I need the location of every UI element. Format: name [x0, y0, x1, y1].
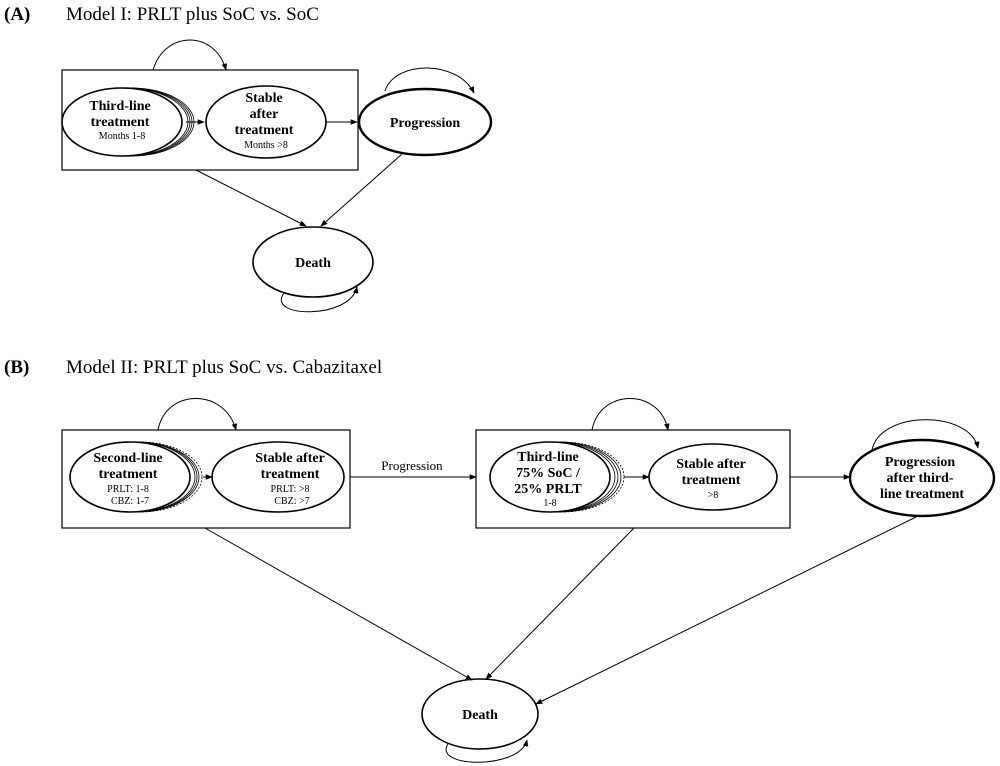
- node-stable-after-treatment: Stable after treatment Months >8: [205, 85, 327, 159]
- progression-title: Progression: [390, 116, 460, 131]
- third-line-b-title-3: 25% PRLT: [514, 482, 582, 497]
- progression-after-title-3: line treatment: [880, 487, 964, 502]
- svg-text:Third-line 75% SoC /: Third-line 75% SoC / 25% PRLT 1-8: [514, 448, 586, 509]
- panel-b-letter: (B): [4, 357, 29, 378]
- stable-sub: Months >8: [244, 140, 288, 151]
- node-third-line-treatment: Third-line treatment Months 1-8: [61, 87, 195, 157]
- panel-b-title: Model II: PRLT plus SoC vs. Cabazitaxel: [66, 357, 382, 378]
- stable-title-1: Stable: [245, 91, 282, 106]
- death-a-title: Death: [295, 256, 331, 271]
- svg-text:Stable after treatment: Stable after treatment >8: [676, 455, 750, 501]
- stable-2-sub: >8: [708, 490, 719, 501]
- stable-1-title-2: treatment: [261, 467, 320, 482]
- edge-b-progression-label: Progression: [381, 458, 443, 473]
- node-death-b: Death: [421, 678, 539, 750]
- svg-text:Stable after treatment: Stable after treatment PRLT: >8 CBZ: >7: [255, 449, 329, 507]
- panel-a-progression-self-loop: [384, 67, 475, 94]
- svg-text:Second-line treatment: Second-line treatment PRLT: 1-8 CBZ: 1-7: [93, 449, 166, 507]
- progression-after-title-2: after third-: [887, 471, 954, 486]
- third-line-sub: Months 1-8: [99, 131, 145, 142]
- panel-b-death-self-loop: [445, 739, 529, 763]
- second-line-title-1: Second-line: [93, 451, 162, 466]
- stable-title-2: after: [250, 107, 279, 122]
- node-stable-after-treatment-1: Stable after treatment PRLT: >8 CBZ: >7: [211, 441, 345, 513]
- node-progression-after-third-line: Progression after third- line treatment: [848, 438, 996, 518]
- stable-title-3: treatment: [235, 123, 294, 138]
- third-line-title-2: treatment: [91, 115, 150, 130]
- node-stable-after-treatment-2: Stable after treatment >8: [648, 443, 778, 511]
- edge-b-box2-to-death: [485, 527, 635, 680]
- stable-1-sub-1: PRLT: >8: [271, 484, 310, 495]
- second-line-sub-1: PRLT: 1-8: [107, 484, 149, 495]
- edge-a-progression-to-death: [320, 153, 403, 227]
- svg-text:Progression after thir: Progression after third- line treatment: [880, 453, 964, 502]
- progression-after-title-1: Progression: [885, 455, 955, 470]
- panel-a-letter: (A): [4, 4, 30, 25]
- stable-1-title-1: Stable after: [255, 451, 325, 466]
- third-line-b-title-1: Third-line: [517, 450, 578, 465]
- third-line-b-title-2: 75% SoC /: [516, 466, 581, 481]
- panel-a-title: Model I: PRLT plus SoC vs. SoC: [66, 4, 319, 25]
- panel-a: (A) Model I: PRLT plus SoC vs. SoC Third…: [4, 4, 493, 313]
- edge-a-box-to-death: [195, 169, 307, 227]
- third-line-b-sub: 1-8: [543, 498, 556, 509]
- node-third-line-mixed: Third-line 75% SoC / 25% PRLT 1-8: [489, 441, 625, 513]
- stable-2-title-2: treatment: [682, 473, 741, 488]
- svg-text:Third-line treatment: Third-line treatment Months 1-8: [89, 97, 154, 142]
- stable-1-sub-2: CBZ: >7: [274, 496, 309, 507]
- edge-b-box1-to-death: [204, 527, 473, 681]
- panel-a-death-self-loop: [280, 286, 359, 313]
- second-line-sub-2: CBZ: 1-7: [111, 496, 149, 507]
- death-b-title: Death: [462, 708, 498, 723]
- edge-b-progression-to-death: [535, 515, 919, 705]
- third-line-title-1: Third-line: [89, 99, 150, 114]
- stable-2-title-1: Stable after: [676, 457, 746, 472]
- second-line-title-2: treatment: [99, 467, 158, 482]
- svg-text:Stable after t: Stable after treatment Months >8: [235, 89, 298, 151]
- panel-a-box-self-loop: [152, 39, 228, 71]
- node-second-line-treatment: Second-line treatment PRLT: 1-8 CBZ: 1-7: [69, 441, 203, 513]
- panel-b: (B) Model II: PRLT plus SoC vs. Cabazita…: [4, 357, 996, 763]
- panel-b-progression-self-loop: [871, 419, 980, 451]
- node-progression: Progression: [357, 87, 493, 157]
- panel-b-box2-self-loop: [591, 398, 670, 431]
- panel-b-box1-self-loop: [157, 398, 238, 431]
- node-death-a: Death: [252, 226, 374, 298]
